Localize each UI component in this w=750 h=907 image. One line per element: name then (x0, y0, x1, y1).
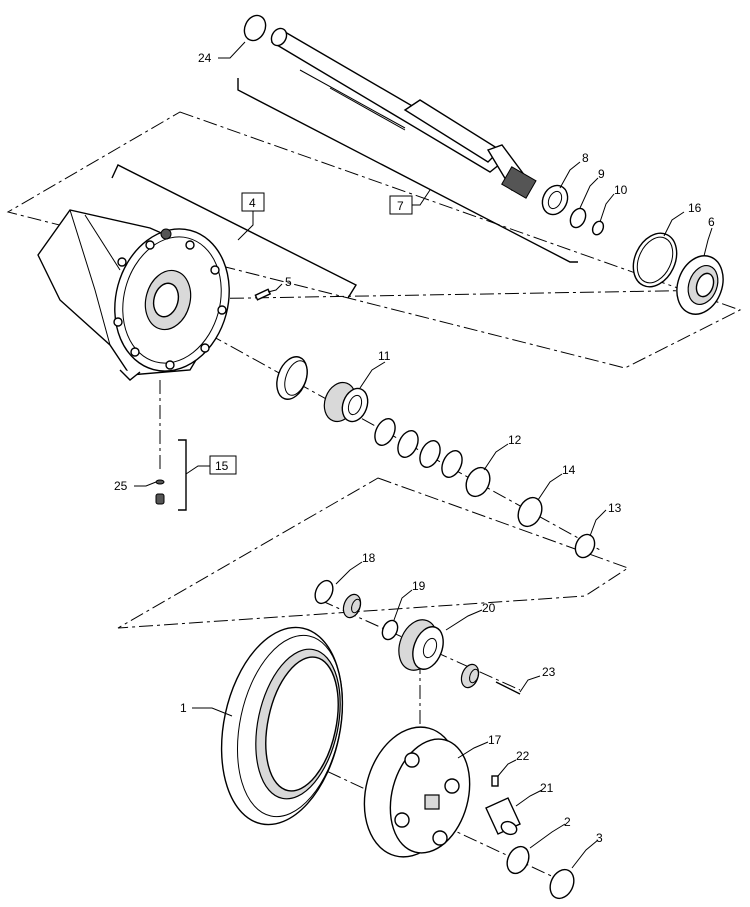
leader-14 (537, 473, 563, 501)
leader-1 (192, 707, 233, 717)
planet-shaft-21 (485, 797, 521, 836)
leader-2 (529, 823, 566, 849)
bracket-4 (111, 164, 357, 299)
leader-7 (412, 189, 431, 206)
callout-20: 20 (482, 601, 496, 615)
planet-carrier-17 (363, 726, 471, 858)
ring-12 (465, 466, 491, 498)
callout-23: 23 (542, 665, 556, 679)
ring-10 (591, 220, 605, 236)
pin-23 (495, 681, 521, 695)
seal-ring-16 (632, 232, 678, 288)
callout-5: 5 (285, 275, 292, 289)
ring-9 (569, 207, 587, 229)
callout-11: 11 (378, 349, 391, 363)
gear-housing (37, 209, 230, 381)
leader-18 (335, 561, 363, 585)
leader-23 (519, 675, 541, 693)
callout-box-4 (241, 192, 265, 212)
bearing-cup (276, 356, 308, 400)
callout-17: 17 (488, 733, 502, 747)
leader-6 (703, 227, 713, 257)
shim-b (397, 430, 419, 458)
callout-25: 25 (114, 479, 128, 493)
leader-22 (497, 759, 517, 777)
washer-2 (506, 845, 530, 875)
shim-d (441, 450, 463, 478)
callout-15: 15 (215, 459, 229, 473)
leader-13 (589, 509, 607, 537)
shim-a (374, 418, 396, 446)
callout-7: 7 (397, 199, 404, 213)
ring-14 (517, 496, 543, 528)
callout-box-15 (209, 455, 237, 475)
roller-bearing-11 (323, 381, 369, 423)
leader-24 (218, 41, 246, 59)
ring-19 (381, 619, 399, 641)
ring-gear-1 (220, 626, 344, 826)
callout-1: 1 (180, 701, 187, 715)
upper-assembly-outline (6, 111, 742, 369)
leader-21 (515, 789, 543, 807)
leader-12 (483, 443, 509, 471)
leader-4 (237, 210, 254, 241)
snap-ring-3 (549, 868, 575, 900)
leader-10 (599, 193, 615, 223)
leader-8 (559, 161, 581, 189)
leader-15 (185, 465, 212, 475)
callout-18: 18 (362, 551, 376, 565)
callout-19: 19 (412, 579, 426, 593)
snap-ring-24 (243, 14, 267, 42)
leader-11 (359, 361, 386, 389)
needle-bearing-right (460, 663, 480, 689)
leader-9 (579, 177, 599, 209)
bearing-6 (676, 255, 724, 315)
bracket-7 (237, 78, 578, 263)
callout-16: 16 (688, 201, 702, 215)
shim-c (419, 440, 441, 468)
callout-21: 21 (540, 781, 554, 795)
callout-13: 13 (608, 501, 622, 515)
housing-axis (164, 309, 601, 551)
callout-22: 22 (516, 749, 530, 763)
leader-19 (393, 589, 413, 621)
bracket-15 (178, 439, 187, 511)
leader-20 (445, 609, 483, 631)
leader-5 (267, 283, 283, 293)
planet-gear-20 (398, 619, 444, 671)
leader-25 (134, 481, 157, 487)
spacer-ring-8 (541, 184, 569, 216)
callout-8: 8 (582, 151, 589, 165)
callout-10: 10 (614, 183, 628, 197)
leader-3 (571, 839, 599, 869)
pin-22 (491, 775, 499, 787)
callout-9: 9 (598, 167, 605, 181)
needle-bearing-left (342, 593, 362, 619)
lower-assembly-outline (117, 477, 630, 629)
callout-6: 6 (708, 215, 715, 229)
callout-3: 3 (596, 831, 603, 845)
callout-box-7 (389, 195, 413, 215)
callout-2: 2 (564, 815, 571, 829)
callout-14: 14 (562, 463, 576, 477)
output-shaft (270, 27, 537, 199)
washer-18 (314, 579, 334, 605)
bolt-25 (155, 479, 165, 505)
callout-24: 24 (198, 51, 212, 65)
callout-4: 4 (249, 196, 256, 210)
upper-axis (129, 289, 721, 301)
leader-17 (457, 741, 489, 759)
callout-12: 12 (508, 433, 522, 447)
leader-16 (663, 211, 685, 237)
